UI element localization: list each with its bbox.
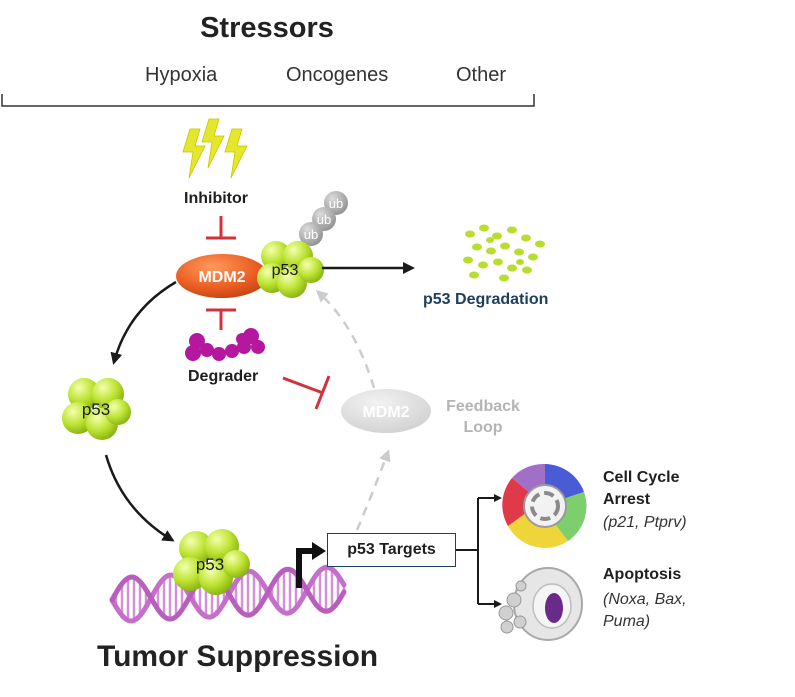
activation-arrow: [104, 454, 175, 542]
degrader-label: Degrader: [188, 368, 259, 385]
tumor-suppression-title: Tumor Suppression: [97, 640, 379, 673]
apoptosis-icon: [498, 567, 583, 641]
cell-cycle-genes: (p21, Ptprv): [603, 514, 687, 531]
stressors-title: Stressors: [200, 12, 334, 44]
apoptosis-title: Apoptosis: [603, 566, 682, 583]
release-arrow: [110, 280, 177, 365]
stressor-hypoxia: Hypoxia: [145, 64, 218, 86]
transcription-start-icon: [296, 542, 326, 588]
p53-label: p53: [272, 262, 299, 279]
cell-cycle-icon: [502, 463, 587, 548]
inhibitor-block-icon: [206, 216, 236, 240]
feedback-mdm2-label: MDM2: [362, 404, 409, 421]
p53-label: p53: [196, 555, 224, 574]
p53-degradation-label: p53 Degradation: [423, 291, 549, 308]
degrader-molecule-icon: [185, 328, 265, 361]
ub-label: ub: [329, 196, 343, 211]
degrader-block-icon: [206, 308, 236, 330]
cell-cycle-arrest-title: Cell Cycle Arrest: [603, 469, 680, 508]
mdm2-label: MDM2: [198, 269, 245, 286]
lightning-icon: [182, 118, 248, 179]
degrader-inhibit-feedback-icon: [282, 375, 331, 410]
feedback-arrow-up: [315, 290, 376, 389]
apoptosis-genes: (Noxa, Bax, Puma): [603, 591, 687, 630]
target-branch-arrows: [456, 494, 502, 608]
p53-targets-box: p53 Targets: [327, 533, 456, 567]
dna-strand: [109, 566, 347, 622]
ub-label: ub: [317, 212, 331, 227]
p53-label: p53: [82, 400, 110, 419]
dna-icon: [109, 564, 347, 624]
ub-label: ub: [304, 227, 318, 242]
feedback-arrow-from-targets: [355, 449, 391, 531]
stressor-oncogenes: Oncogenes: [286, 64, 389, 86]
dna-bound-p53: p53: [173, 529, 250, 595]
feedback-loop-label: Feedback Loop: [446, 398, 520, 436]
mdm2-p53-complex: MDM2 p53: [176, 241, 324, 298]
free-p53: p53: [62, 378, 131, 440]
stressor-other: Other: [456, 64, 507, 86]
feedback-mdm2: MDM2: [341, 389, 431, 433]
stressors-bracket: [1, 94, 535, 107]
ubiquitin-chain-icon: ub ub ub: [299, 191, 348, 246]
p53-fragments-icon: [463, 224, 545, 282]
inhibitor-label: Inhibitor: [184, 190, 248, 207]
